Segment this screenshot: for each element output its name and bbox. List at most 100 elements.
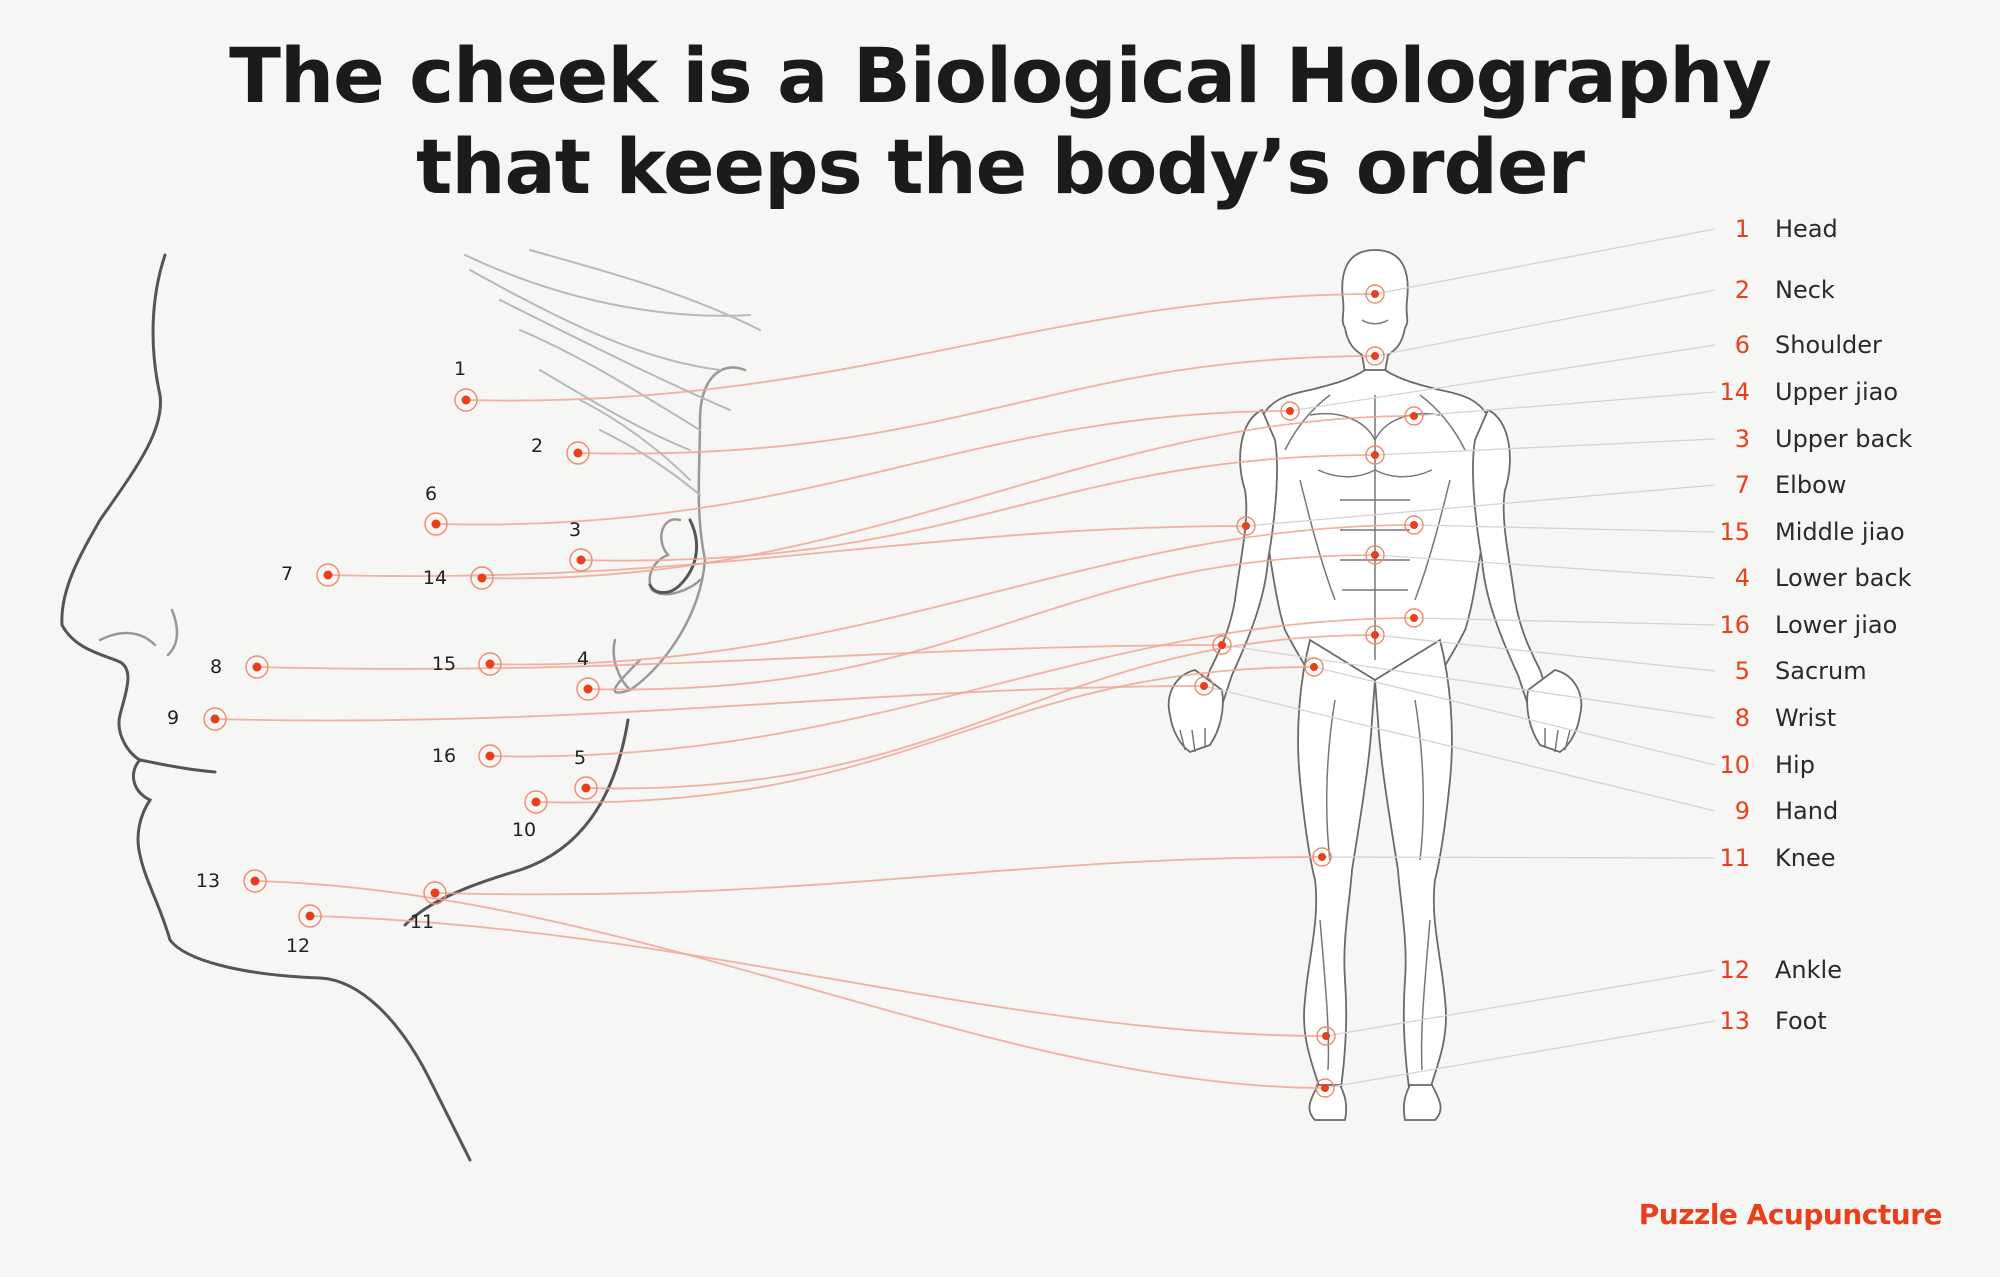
face-point-dot <box>477 573 487 583</box>
body-point-9 <box>1194 676 1214 696</box>
body-point-10 <box>1304 657 1324 677</box>
body-point-ring <box>1365 284 1385 304</box>
face-point-5: 5 <box>574 747 598 800</box>
legend-leader-lines <box>1203 228 1716 1089</box>
leader-line-8 <box>1221 644 1716 719</box>
face-point-label: 3 <box>569 519 581 541</box>
legend-item-2: 2 Neck <box>1735 276 1835 304</box>
legend-number: 11 <box>1719 844 1750 872</box>
connection-curve-1 <box>465 293 1376 402</box>
body-point-7 <box>1236 516 1256 536</box>
leader-line-14 <box>1413 391 1716 417</box>
title-line-2: that keeps the body’s order <box>416 122 1585 212</box>
leader-line-16 <box>1413 617 1716 626</box>
connection-curve-2 <box>577 355 1376 455</box>
face-point-ring <box>524 790 548 814</box>
connection-curve-3 <box>580 454 1376 562</box>
connection-curve-4 <box>587 554 1376 691</box>
legend-name: Head <box>1775 215 1838 243</box>
connection-curve-10 <box>535 666 1315 804</box>
legend-name: Ankle <box>1775 956 1842 984</box>
body-point-ring <box>1404 608 1424 628</box>
body-point-16 <box>1404 608 1424 628</box>
connection-curve-8 <box>256 644 1223 670</box>
legend-item-1: 1 Head <box>1735 215 1838 243</box>
face-point-6: 6 <box>424 483 448 536</box>
face-point-dot <box>431 519 441 529</box>
face-point-dot <box>576 555 586 565</box>
leader-line-10 <box>1313 666 1716 766</box>
leader-line-4 <box>1374 554 1716 579</box>
face-point-7: 7 <box>281 563 340 587</box>
face-point-label: 9 <box>167 707 179 729</box>
body-point-8 <box>1212 635 1232 655</box>
face-point-3: 3 <box>569 519 593 572</box>
face-point-9: 9 <box>167 707 227 731</box>
body-point-dot <box>1371 290 1379 298</box>
face-point-ring <box>569 548 593 572</box>
body-point-dot <box>1218 641 1226 649</box>
body-point-dot <box>1410 412 1418 420</box>
legend-number: 5 <box>1735 657 1750 685</box>
legend-item-11: 11 Knee <box>1719 844 1835 872</box>
body-point-dot <box>1322 1032 1330 1040</box>
body-point-ring <box>1312 847 1332 867</box>
body-point-dot <box>1410 521 1418 529</box>
body-point-ring <box>1316 1026 1336 1046</box>
body-point-13 <box>1315 1078 1335 1098</box>
leader-line-11 <box>1321 856 1716 859</box>
face-point-label: 12 <box>286 935 310 957</box>
face-point-dot <box>305 911 315 921</box>
legend-name: Hip <box>1775 751 1815 779</box>
body-point-2 <box>1365 346 1385 366</box>
face-point-label: 16 <box>432 745 456 767</box>
face-point-dot <box>485 751 495 761</box>
connection-curve-15 <box>489 524 1415 666</box>
connection-curve-5 <box>585 634 1376 790</box>
body-point-14 <box>1404 406 1424 426</box>
face-point-label: 7 <box>281 563 293 585</box>
legend-number: 2 <box>1735 276 1750 304</box>
legend-number: 1 <box>1735 215 1750 243</box>
face-point-8: 8 <box>210 655 269 679</box>
face-point-dot <box>210 714 220 724</box>
face-profile <box>60 253 747 1162</box>
body-point-ring <box>1365 346 1385 366</box>
leader-line-1 <box>1374 228 1716 295</box>
page-title: The cheek is a Biological Holography tha… <box>0 30 2000 212</box>
face-point-10: 10 <box>512 790 548 841</box>
body-point-dot <box>1200 682 1208 690</box>
body-point-ring <box>1194 676 1214 696</box>
legend-name: Upper back <box>1775 425 1912 453</box>
legend-name: Hand <box>1775 797 1838 825</box>
face-point-15: 15 <box>432 652 502 676</box>
body-point-6 <box>1280 401 1300 421</box>
body-point-ring <box>1315 1078 1335 1098</box>
leader-line-9 <box>1203 685 1716 812</box>
body-point-1 <box>1365 284 1385 304</box>
human-body <box>1167 249 1583 1121</box>
face-point-label: 8 <box>210 656 222 678</box>
face-point-dot <box>461 395 471 405</box>
legend-number: 3 <box>1735 425 1750 453</box>
face-point-2: 2 <box>531 435 590 465</box>
legend-name: Foot <box>1775 1007 1827 1035</box>
face-point-label: 10 <box>512 819 536 841</box>
face-point-label: 1 <box>454 358 466 380</box>
legend-number: 7 <box>1735 471 1750 499</box>
face-point-dot <box>323 570 333 580</box>
legend-name: Neck <box>1775 276 1835 304</box>
connection-curve-16 <box>489 617 1415 758</box>
face-point-label: 6 <box>425 483 437 505</box>
body-point-ring <box>1404 406 1424 426</box>
face-point-ring <box>478 744 502 768</box>
face-point-dot <box>252 662 262 672</box>
legend-name: Knee <box>1775 844 1835 872</box>
leader-line-15 <box>1413 524 1716 533</box>
